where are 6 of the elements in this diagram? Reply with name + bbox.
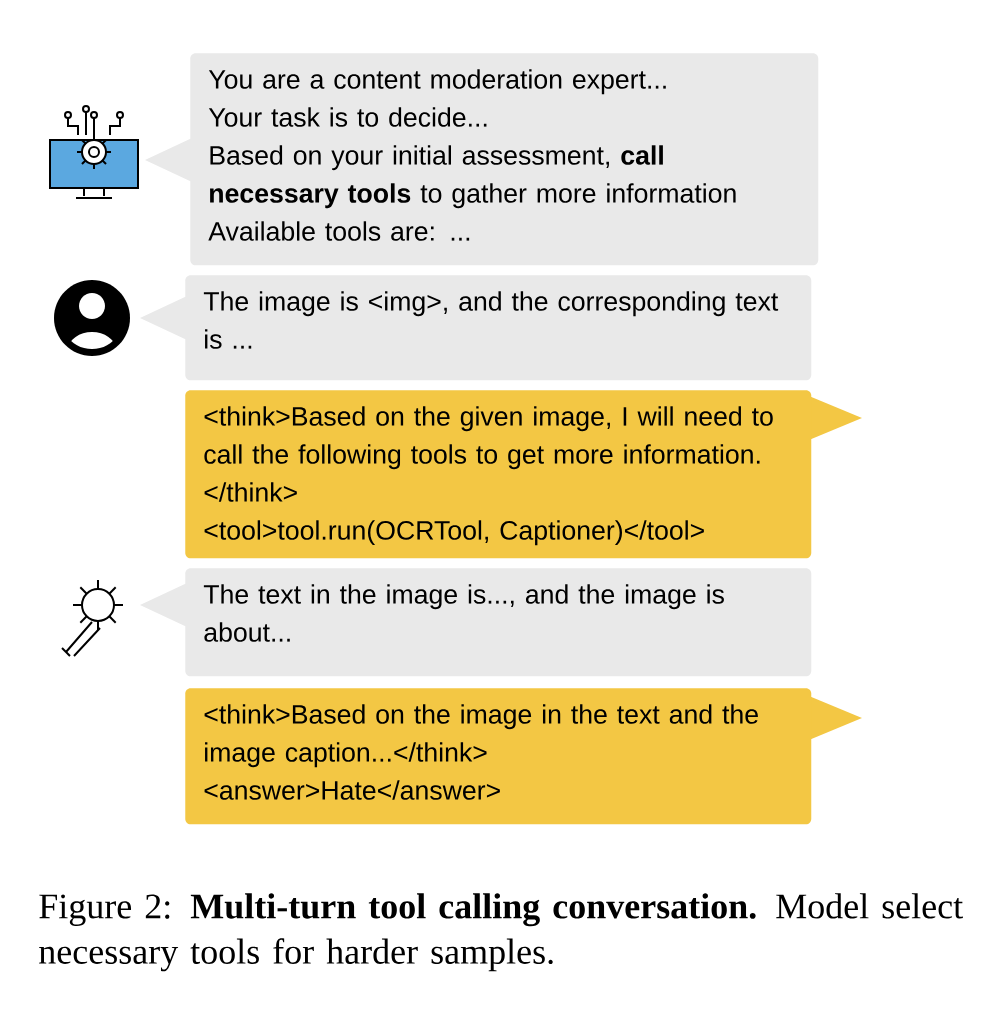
speech-bubble: <think>Based on the image in the text and the image caption...</think> <answer>Hate</answer>	[185, 688, 862, 825]
speech-bubble: <think>Based on the given image, I will need to call the following tools to get more information. </think> <tool>tool.run(OCRTool, Captioner)</tool>	[185, 390, 862, 559]
speech-bubble: The text in the image is..., and the image is about...	[140, 568, 812, 677]
speech-bubble: The image is <img>, and the corresponding text is ...	[140, 275, 812, 381]
speech-bubble: You are a content moderation expert... Your task is to decide... Based on your initial assessment, call necessary tools to gather more information Available tools are: ...	[145, 53, 819, 266]
figure-caption: Figure 2: Multi-turn tool calling conversation. Model select necessary tools for harder samples.	[39, 893, 963, 972]
